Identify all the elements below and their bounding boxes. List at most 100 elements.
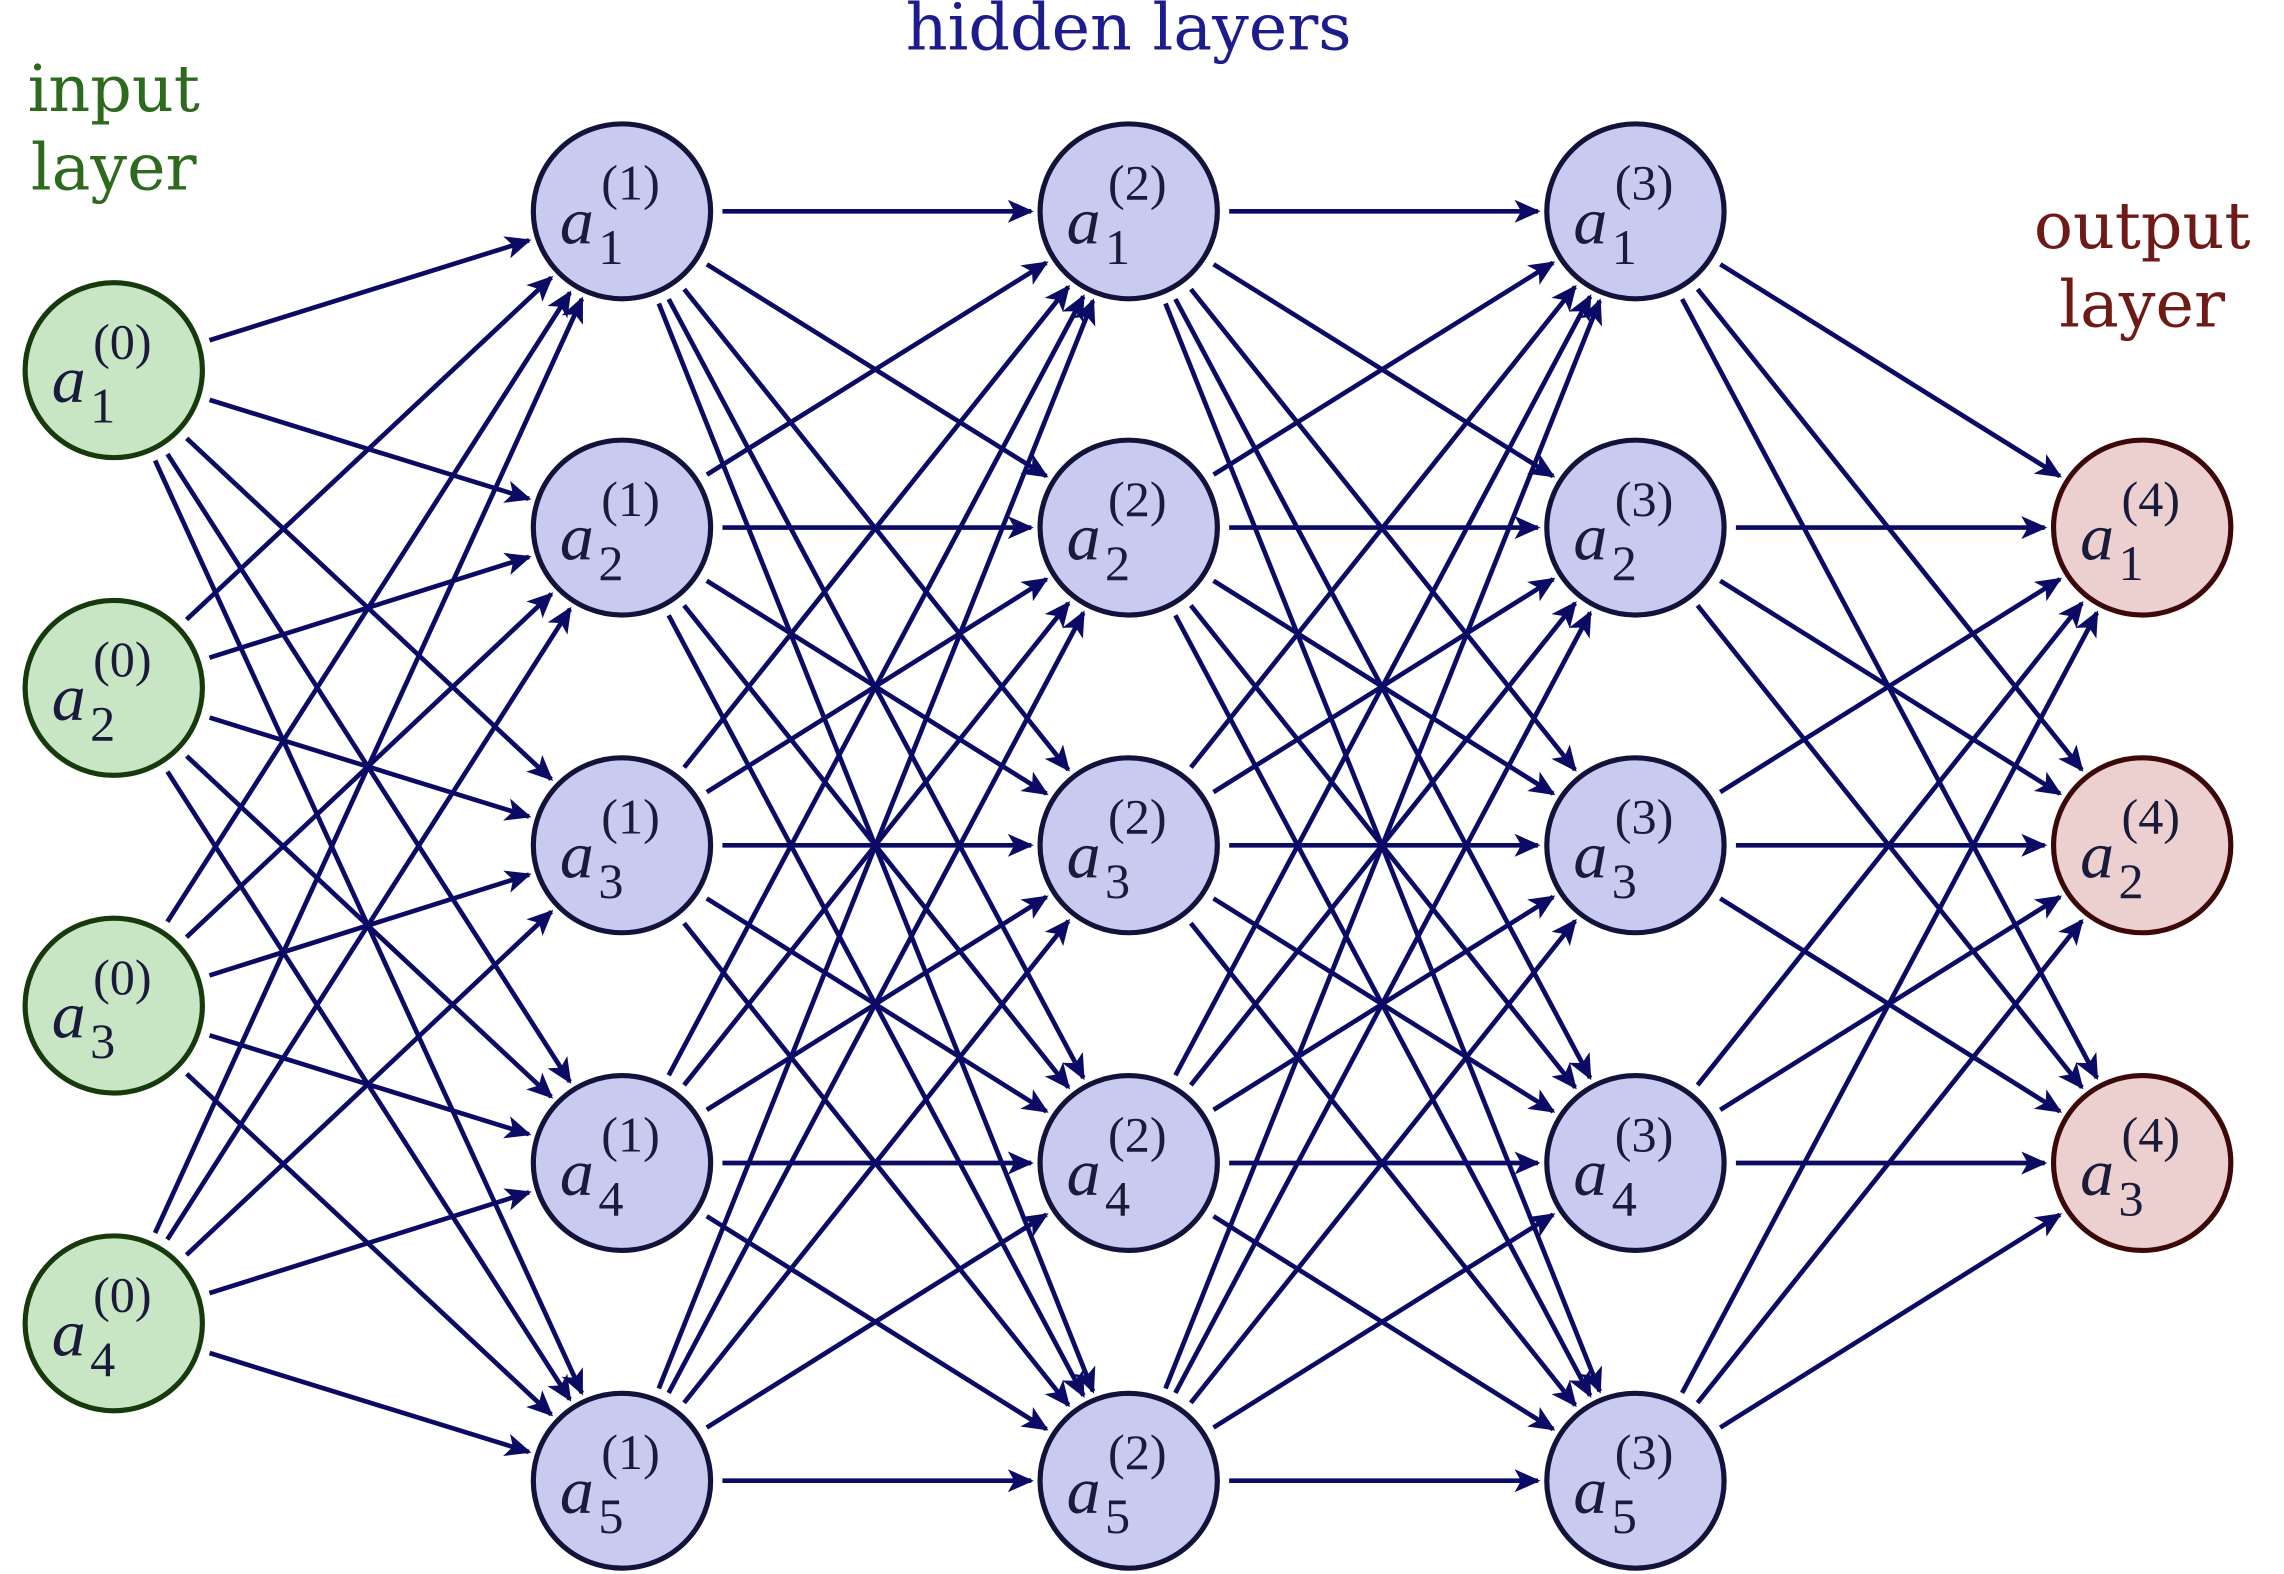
edge-l2-n2-to-l3-n1	[1212, 260, 1556, 477]
node-subscript: 5	[598, 1489, 623, 1544]
edge-l3-n5-to-l4-n2	[1695, 918, 2084, 1405]
node-superscript: (0)	[93, 315, 152, 370]
node-symbol: a	[560, 184, 594, 258]
edge-l3-n5-to-l4-n1	[1680, 610, 2099, 1395]
node-symbol: a	[1573, 818, 1607, 892]
node-circle	[22, 915, 205, 1096]
node-subscript: 3	[90, 1014, 115, 1069]
edge-l0-n2-to-l1-n1	[184, 275, 554, 622]
output-layer-label-line2: layer	[2059, 268, 2225, 342]
node-circle	[1037, 121, 1220, 302]
node-superscript: (2)	[1108, 156, 1167, 211]
node-superscript: (2)	[1108, 1425, 1167, 1480]
node-superscript: (1)	[601, 1108, 660, 1163]
edge-l2-n3-to-l3-n1	[1189, 284, 1577, 769]
node-circle	[2050, 1073, 2234, 1254]
node-superscript: (3)	[1615, 1425, 1674, 1480]
node-symbol: a	[1067, 1453, 1101, 1527]
node-subscript: 2	[90, 697, 115, 752]
node-symbol: a	[52, 343, 86, 417]
node-subscript: 2	[1612, 536, 1637, 591]
node-symbol: a	[560, 500, 594, 574]
output-layer-label-line1: output	[2034, 189, 2251, 263]
node-superscript: (3)	[1615, 790, 1674, 845]
node-symbol: a	[560, 818, 594, 892]
node-subscript: 2	[2119, 854, 2144, 909]
node-subscript: 4	[598, 1172, 623, 1227]
input-layer-label-line1: input	[28, 52, 200, 126]
node-superscript: (2)	[1108, 790, 1167, 845]
node-subscript: 5	[1612, 1489, 1637, 1544]
node-superscript: (1)	[601, 472, 660, 527]
node-circle	[530, 121, 714, 302]
node-superscript: (1)	[601, 156, 660, 211]
node-subscript: 1	[90, 379, 115, 434]
node-subscript: 4	[90, 1332, 115, 1387]
node-subscript: 3	[598, 854, 623, 909]
edge-l2-n5-to-l3-n3	[1188, 918, 1578, 1405]
input-layer-label-line2: layer	[31, 131, 197, 205]
node-subscript: 4	[1612, 1172, 1637, 1227]
node-circle	[530, 1073, 714, 1254]
node-circle	[2050, 437, 2234, 618]
node-superscript: (1)	[601, 1425, 660, 1480]
node-circle	[1544, 437, 1727, 618]
edge-l1-n5-to-l2-n3	[682, 918, 1071, 1405]
node-circle	[530, 437, 714, 618]
node-symbol: a	[2080, 818, 2114, 892]
edge-l3-n1-to-l4-n1	[1719, 262, 2062, 479]
node-symbol: a	[1573, 184, 1607, 258]
node-symbol: a	[1067, 1135, 1101, 1209]
edges	[152, 199, 2099, 1493]
node-circle	[530, 1390, 714, 1571]
edge-l3-n5-to-l4-n3	[1718, 1212, 2063, 1430]
edge-l3-n3-to-l4-n1	[1718, 577, 2063, 795]
node-superscript: (3)	[1615, 156, 1674, 211]
edge-l0-n4-to-l1-n4	[208, 1188, 532, 1296]
node-superscript: (4)	[2121, 1108, 2180, 1163]
node-circle	[22, 280, 205, 461]
node-symbol: a	[1573, 500, 1607, 574]
node-symbol: a	[1573, 1135, 1607, 1209]
node-superscript: (3)	[1615, 472, 1674, 527]
node-circle	[1544, 755, 1727, 936]
node-subscript: 2	[598, 536, 623, 591]
edge-l1-n5-to-l2-n4	[705, 1212, 1049, 1430]
node-circle	[1037, 1073, 1220, 1254]
node-symbol: a	[560, 1453, 594, 1527]
node-subscript: 2	[1105, 536, 1130, 591]
edge-l2-n5-to-l3-n4	[1212, 1212, 1556, 1430]
edge-l1-n4-to-l2-n1	[666, 294, 1086, 1077]
node-subscript: 3	[1612, 854, 1637, 909]
node-symbol: a	[52, 978, 86, 1052]
node-symbol: a	[52, 660, 86, 734]
node-subscript: 1	[1105, 220, 1130, 275]
node-circle	[1544, 121, 1727, 302]
node-superscript: (2)	[1108, 472, 1167, 527]
node-superscript: (4)	[2121, 790, 2180, 845]
node-circle	[1544, 1390, 1727, 1571]
node-symbol: a	[560, 1135, 594, 1209]
edge-l1-n2-to-l2-n1	[705, 260, 1049, 477]
node-circle	[2050, 755, 2234, 936]
edge-l2-n5-to-l3-n1	[1163, 298, 1603, 1390]
edge-l1-n5-to-l2-n2	[666, 610, 1086, 1395]
edge-l2-n4-to-l3-n1	[1173, 294, 1593, 1077]
node-subscript: 5	[1105, 1489, 1130, 1544]
